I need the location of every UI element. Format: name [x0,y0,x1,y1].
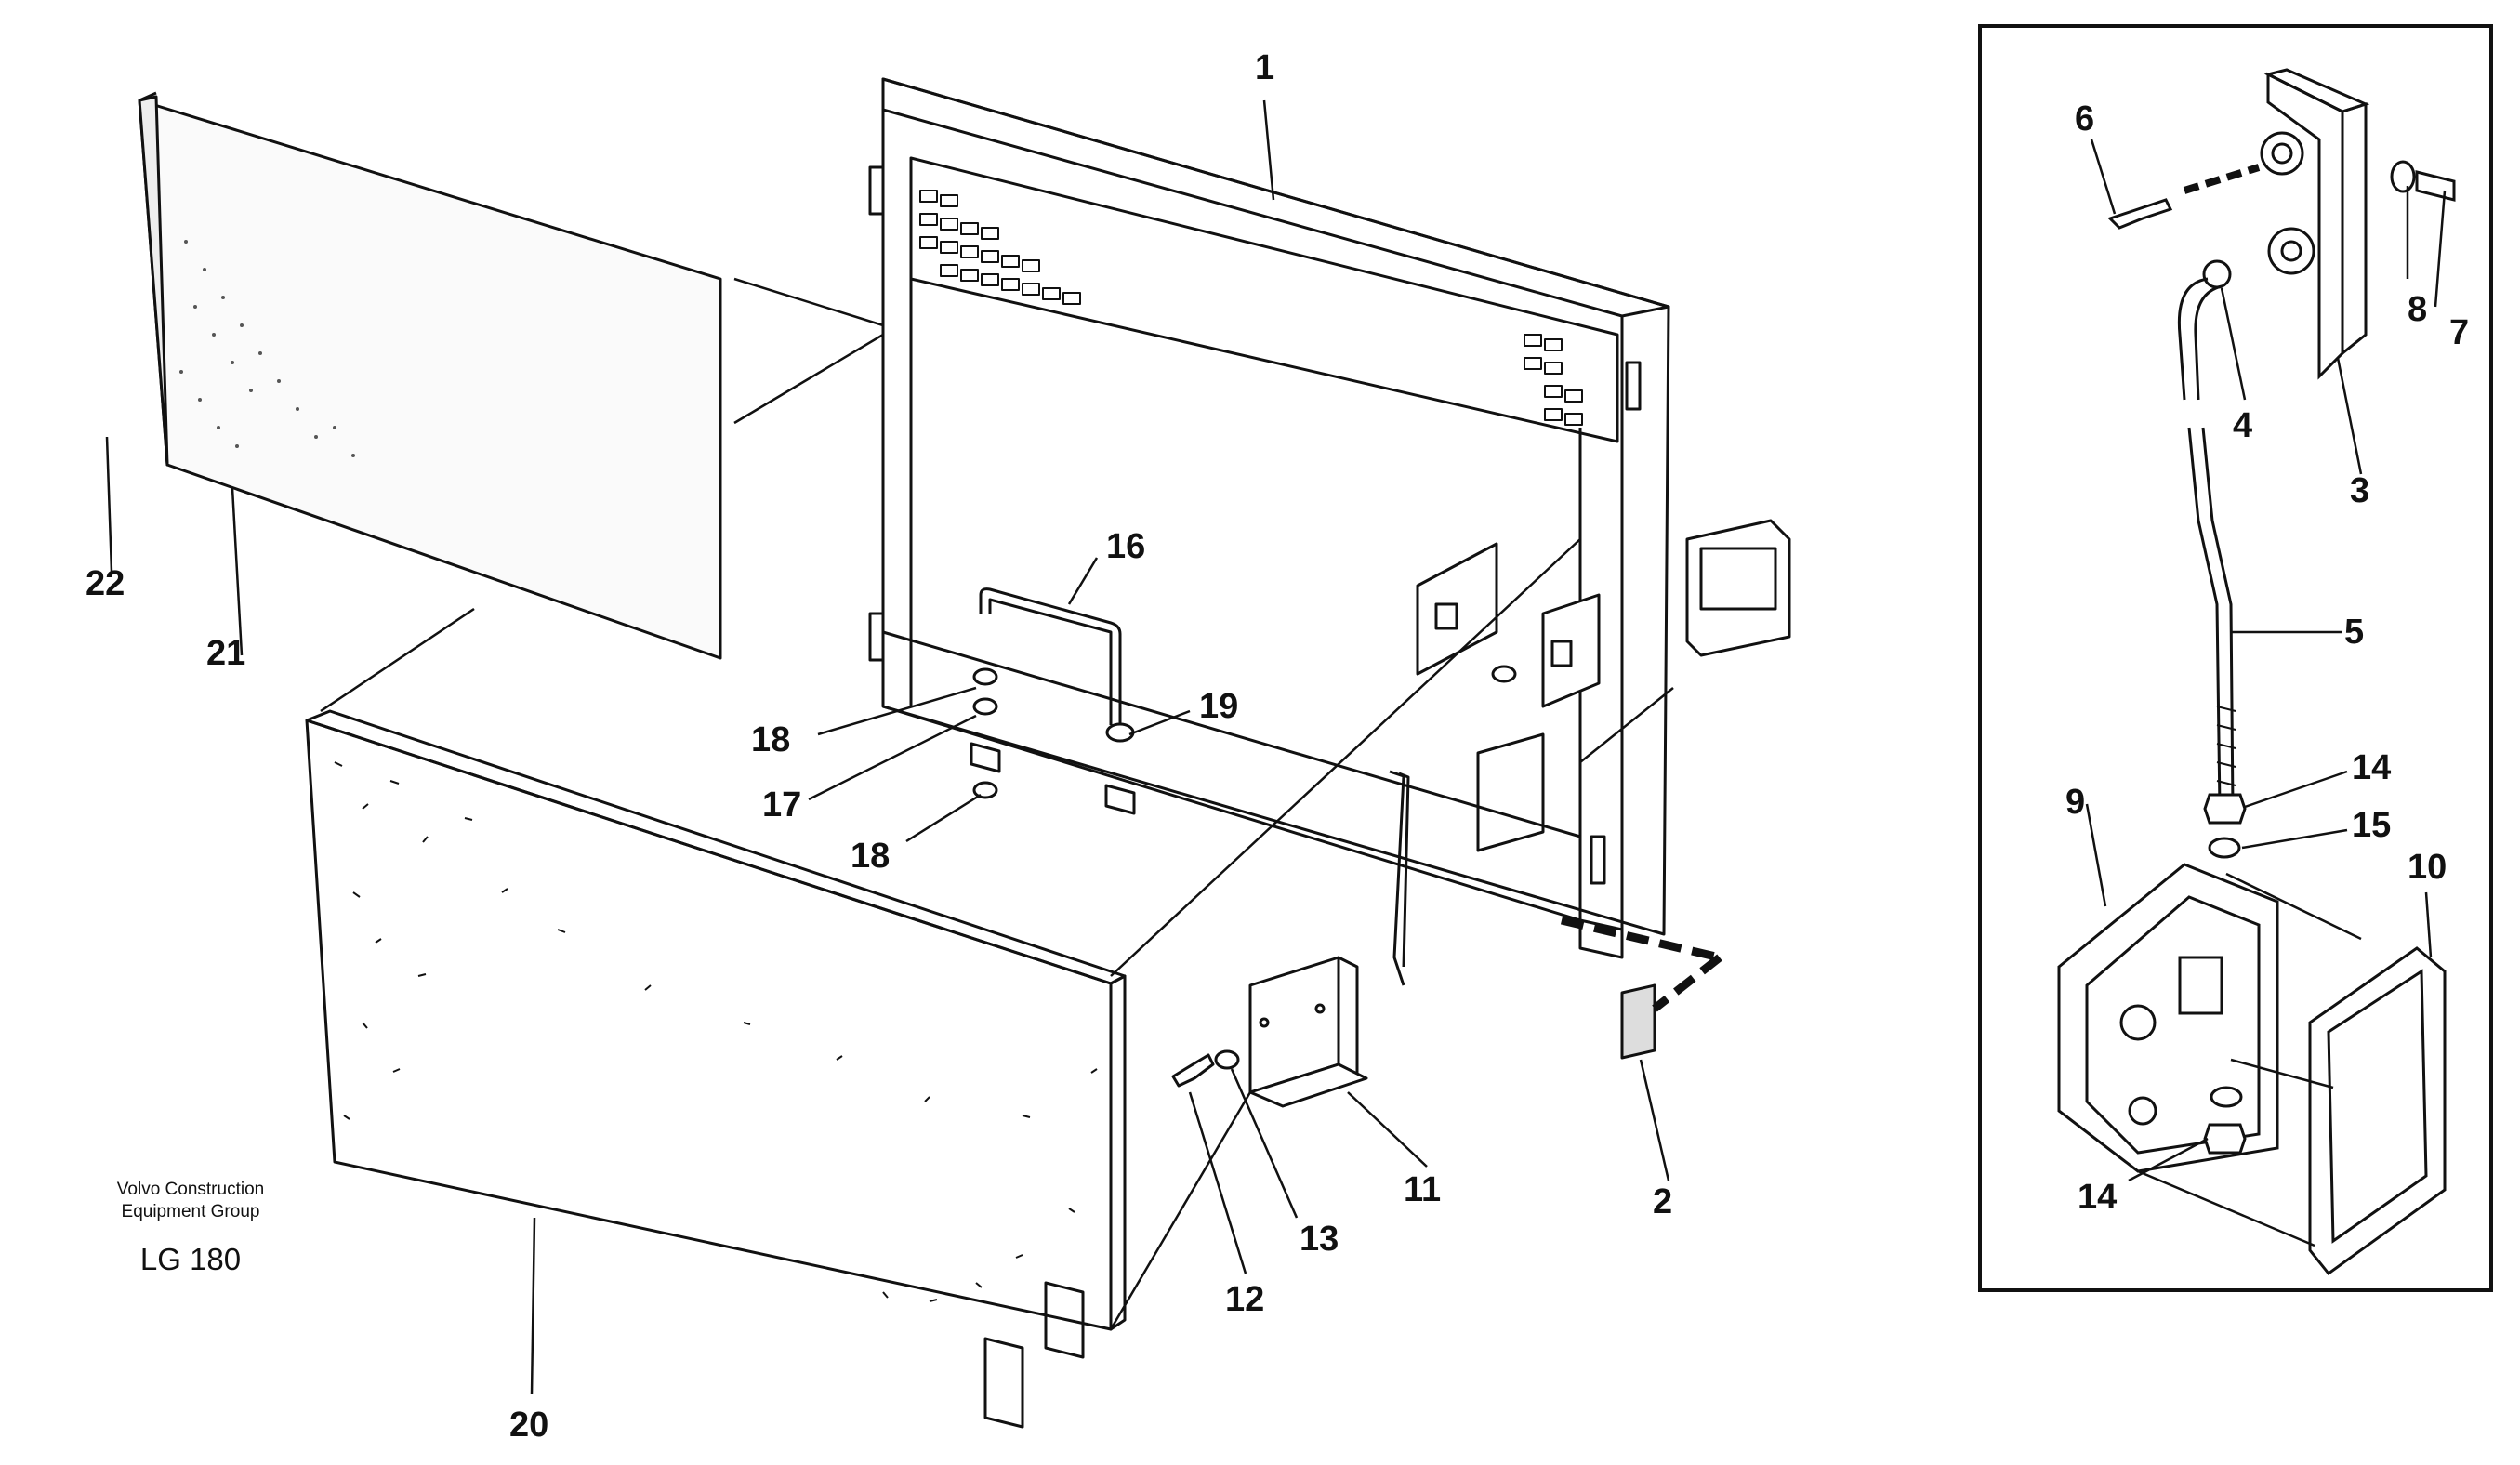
callout-20: 20 [509,1406,548,1445]
model-label: LG 180 [139,1242,242,1276]
bracket-part-11 [1248,956,1368,1108]
lock-box-mounted [1685,519,1791,657]
vent-grille [919,190,1583,426]
callout-14b: 14 [2078,1178,2117,1217]
callout-5: 5 [2344,613,2364,652]
handle-fasteners [970,667,1136,815]
callout-21: 21 [206,634,245,673]
callout-12: 12 [1225,1280,1264,1319]
callout-17: 17 [762,785,801,825]
callout-9: 9 [2065,783,2085,822]
handle-part-16 [979,587,1122,725]
callout-labels: 1 2 3 4 5 6 7 8 9 10 11 12 13 14 14 15 1… [86,48,2469,1445]
callout-2: 2 [1653,1182,1672,1221]
callout-16: 16 [1106,527,1145,566]
callout-6: 6 [2075,99,2094,139]
front-panel-part-21 [138,91,722,660]
detail-inset [1978,24,2493,1292]
bolt-part-12 [1171,1049,1240,1088]
callout-7: 7 [2449,313,2469,352]
callout-18a: 18 [751,720,790,759]
latch-rod [1389,732,1545,986]
company-caption: Volvo Construction Equipment Group [65,1179,316,1223]
pad-part-2 [1620,983,1656,1060]
panel-dot-texture [179,240,355,457]
callout-15: 15 [2352,806,2391,845]
door-frame-part-1 [868,77,1670,959]
callout-4: 4 [2233,406,2252,445]
callout-10: 10 [2408,848,2447,887]
leader-lines [105,99,1674,1395]
company-line-2: Equipment Group [121,1202,260,1221]
callout-19: 19 [1199,687,1238,726]
latch-bracket-upper [1416,542,1601,708]
callout-18b: 18 [851,837,890,876]
callout-1: 1 [1255,48,1274,87]
callout-14a: 14 [2352,748,2391,787]
foam-panel-part-20 [305,709,1127,1429]
callout-11: 11 [1404,1170,1441,1209]
callout-8: 8 [2408,290,2427,329]
callout-3: 3 [2350,471,2369,510]
dashed-guide [1560,916,1722,1012]
company-line-1: Volvo Construction [116,1180,265,1199]
foam-texture [334,761,1098,1302]
callout-13: 13 [1300,1220,1339,1259]
callout-22: 22 [86,564,125,603]
